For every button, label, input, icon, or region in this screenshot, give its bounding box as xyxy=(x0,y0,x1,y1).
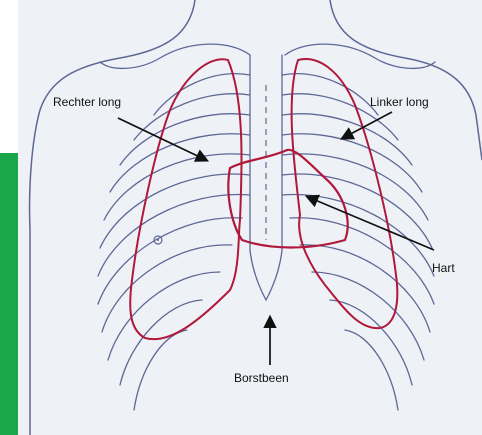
chest-illustration: Rechter long Linker long Hart Borstbeen xyxy=(18,0,482,435)
left-clavicle xyxy=(100,44,250,68)
right-lung-outline xyxy=(130,59,241,339)
right-clavicle xyxy=(285,44,435,68)
accent-bar xyxy=(0,153,18,435)
label-left-lung: Linker long xyxy=(370,95,429,109)
label-heart: Hart xyxy=(432,261,455,275)
ribs-right xyxy=(282,74,434,410)
body-outline-right xyxy=(330,0,482,160)
label-right-lung: Rechter long xyxy=(53,95,121,109)
anatomy-diagram: Rechter long Linker long Hart Borstbeen xyxy=(18,0,482,435)
label-sternum: Borstbeen xyxy=(234,371,289,385)
ribs-left xyxy=(98,74,250,410)
body-outline-left xyxy=(30,0,195,435)
nipple-dot xyxy=(157,239,159,241)
right-lung-arrow xyxy=(118,118,206,160)
